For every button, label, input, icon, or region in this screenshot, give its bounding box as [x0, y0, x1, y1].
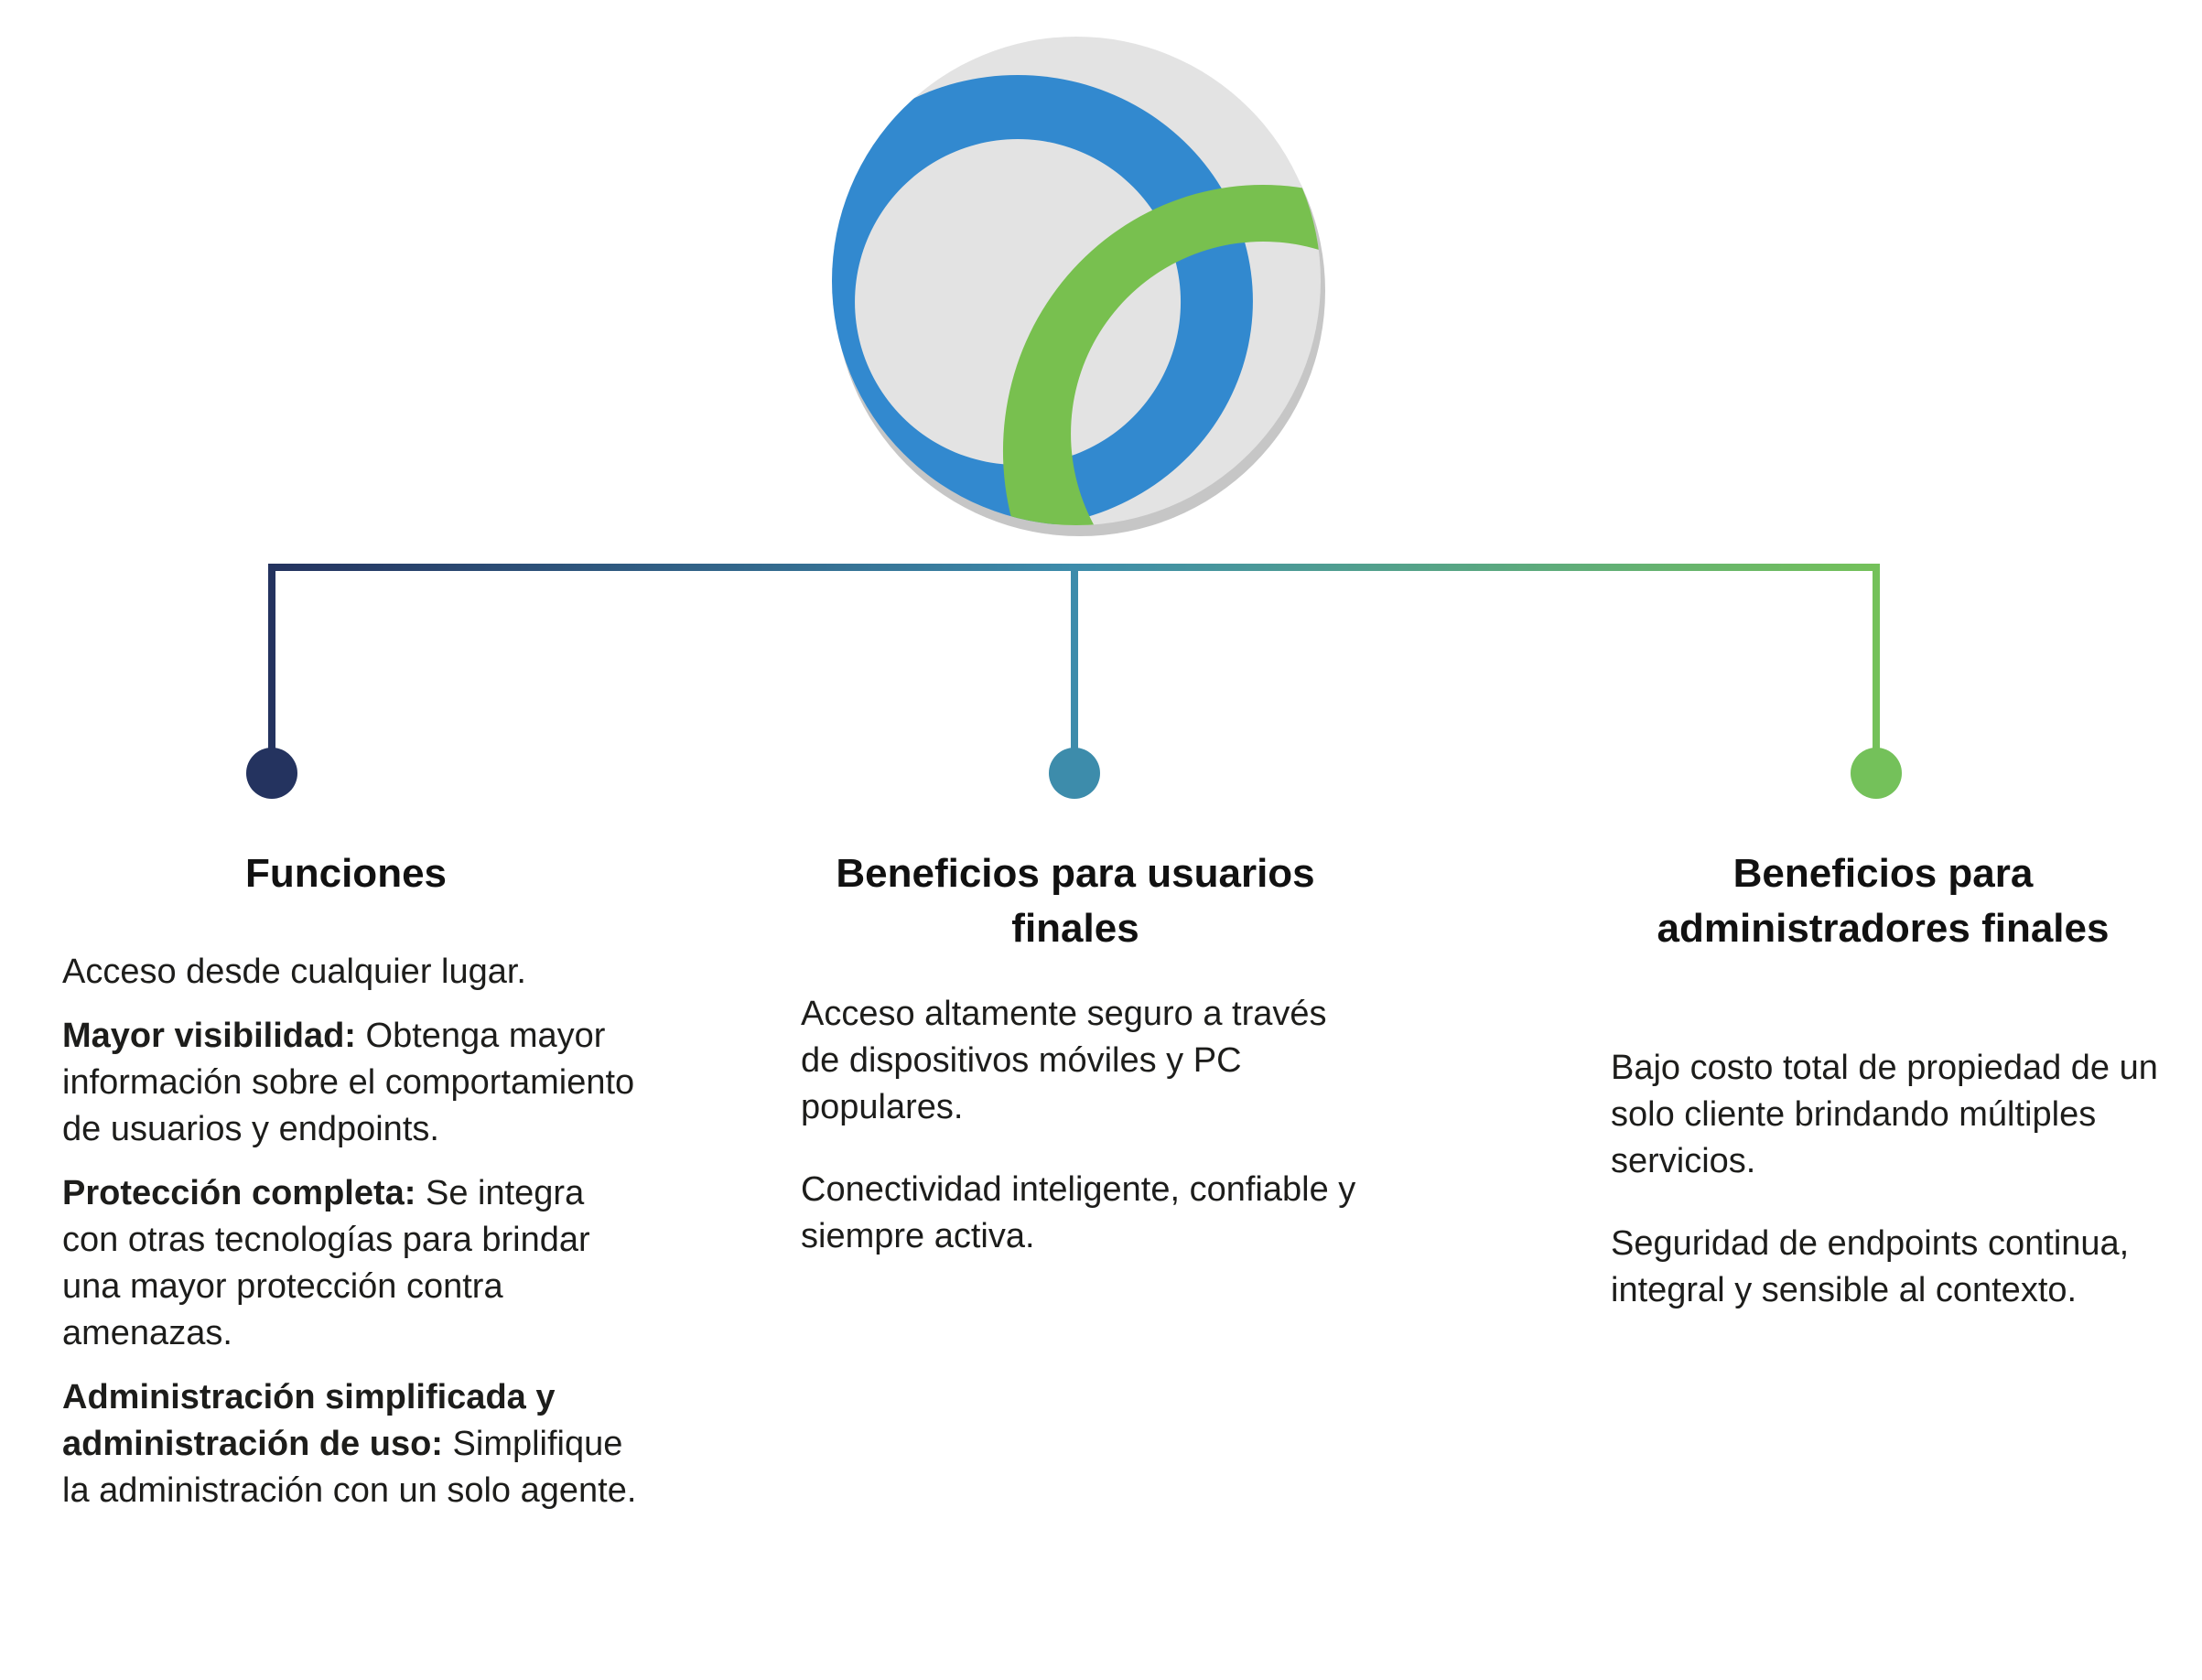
feature-item-text: Acceso desde cualquier lugar. [62, 953, 526, 991]
column-title-usuarios: Beneficios para usuarios finales [836, 851, 1315, 951]
logo-blue-ring [832, 75, 1253, 525]
node-admins [1851, 748, 1902, 799]
feature-item: Mayor visibilidad: Obtenga mayor informa… [62, 1013, 648, 1153]
benefit-item: Acceso altamente seguro a través de disp… [801, 995, 1327, 1126]
feature-item: Protección completa: Se integra con otra… [62, 1170, 648, 1357]
feature-item-text: Simplifique la administración con un sol… [62, 1425, 637, 1510]
column-title-admins: Beneficios para administradores finales [1657, 851, 2110, 951]
feature-item: Acceso desde cualquier lugar. [62, 949, 648, 996]
node-funciones [246, 748, 297, 799]
feature-item-heading: Protección completa: [62, 1174, 416, 1212]
benefit-item: Bajo costo total de propiedad de un solo… [1611, 1049, 2158, 1180]
feature-item-heading: Mayor visibilidad: [62, 1017, 356, 1055]
column-body-admins: Bajo costo total de propiedad de un solo… [1611, 1045, 2187, 1350]
column-body-usuarios: Acceso altamente seguro a través de disp… [801, 991, 1368, 1296]
node-usuarios [1049, 748, 1100, 799]
connector-lines [246, 564, 1902, 799]
column-title-funciones: Funciones [244, 851, 448, 896]
column-body-funciones: Acceso desde cualquier lugar. Mayor visi… [62, 949, 648, 1532]
feature-item-heading: Administración simplificada y administra… [62, 1378, 556, 1463]
feature-item-text: Obtenga mayor información sobre el compo… [62, 1017, 635, 1148]
feature-item-text: Se integra con otras tecnologías para br… [62, 1174, 590, 1352]
benefit-item: Seguridad de endpoints continua, integra… [1611, 1224, 2130, 1309]
feature-item: Administración simplificada y administra… [62, 1374, 648, 1514]
cisco-anyconnect-logo-icon [832, 37, 1325, 536]
benefit-item: Conectividad inteligente, confiable y si… [801, 1170, 1356, 1255]
